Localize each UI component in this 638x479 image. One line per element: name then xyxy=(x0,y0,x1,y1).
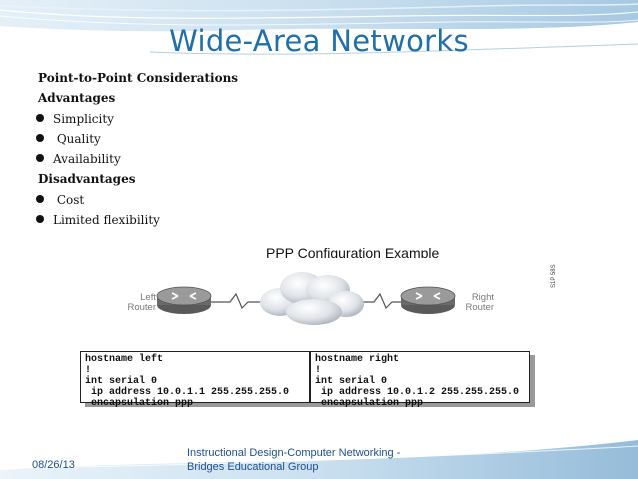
footer-date: 08/26/13 xyxy=(32,459,75,471)
slide-title: Wide-Area Networks xyxy=(169,24,469,58)
left-router-config: hostname left ! int serial 0 ip address … xyxy=(80,351,310,409)
cloud-icon xyxy=(260,272,364,325)
line-text: Advantages xyxy=(38,91,116,106)
line-text: Cost xyxy=(53,192,85,207)
bullet-item: Quality xyxy=(36,129,238,149)
network-graphic xyxy=(156,272,456,325)
top-decorative-band xyxy=(0,0,638,55)
line-text: Disadvantages xyxy=(38,172,136,187)
bullet-item: Cost xyxy=(36,190,238,210)
bullet-icon xyxy=(36,154,44,163)
right-router-icon xyxy=(400,286,456,314)
footer-text: Instructional Design-Computer Networking… xyxy=(187,446,400,474)
list-heading: Advantages xyxy=(38,88,238,108)
bottom-decorative-band xyxy=(0,433,638,479)
bullet-icon xyxy=(36,113,44,122)
list-heading: Disadvantages xyxy=(38,169,238,189)
bullet-icon xyxy=(36,215,44,224)
right-router-label: Right Router xyxy=(465,292,494,313)
line-text: Point-to-Point Considerations xyxy=(38,71,239,85)
line-text: Simplicity xyxy=(53,111,114,126)
list-heading: Point-to-Point Considerations xyxy=(38,68,238,88)
bullet-item: Limited flexibility xyxy=(36,210,238,230)
bullet-icon xyxy=(36,133,44,142)
ppp-diagram: Left Router Right Router S1P 58S hostnam… xyxy=(62,258,562,424)
serial-link-left xyxy=(210,292,267,310)
footer-line-2: Bridges Educational Group xyxy=(187,461,319,473)
bullet-item: Simplicity xyxy=(36,109,238,129)
bullet-icon xyxy=(36,194,44,203)
figure-caption: PPP Configuration Example xyxy=(266,245,440,261)
footer-line-1: Instructional Design-Computer Networking… xyxy=(187,447,401,459)
left-router-icon xyxy=(156,286,212,314)
bullet-item: Availability xyxy=(36,149,238,169)
line-text: Quality xyxy=(53,131,101,146)
left-router-label: Left Router xyxy=(127,292,156,313)
serial-link-right xyxy=(354,292,410,310)
right-router-config: hostname right ! int serial 0 ip address… xyxy=(310,351,530,409)
line-text: Limited flexibility xyxy=(53,213,160,228)
line-text: Availability xyxy=(53,152,121,167)
figure-id: S1P 58S xyxy=(551,264,557,288)
